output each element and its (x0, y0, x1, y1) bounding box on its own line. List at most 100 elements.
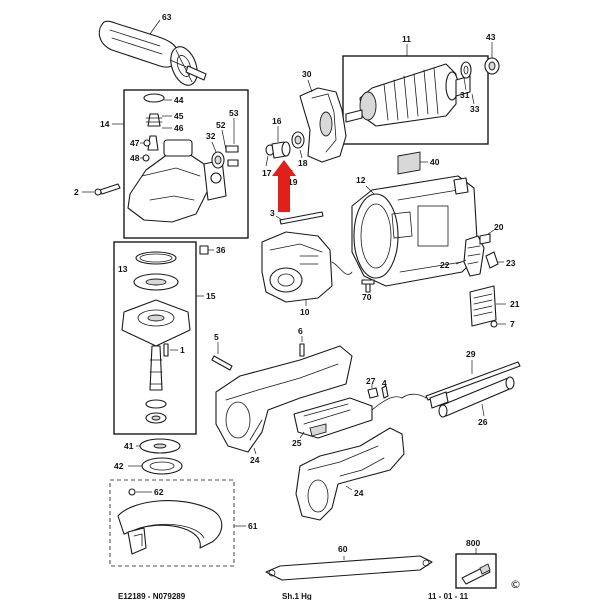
leader-24-lower (345, 485, 353, 491)
part-label-800: 800 (466, 538, 480, 548)
screw-part-6 (299, 343, 305, 357)
housing-half-part-lower (295, 427, 405, 521)
part-label-26: 26 (478, 417, 488, 427)
leader-24-upper (253, 447, 257, 455)
part-label-11: 11 (402, 34, 411, 44)
part-label-1: 1 (180, 345, 185, 355)
motor-housing-part (351, 175, 479, 287)
part-label-40: 40 (430, 157, 440, 167)
side-handle-part (98, 20, 207, 86)
part-label-29: 29 (466, 349, 476, 359)
part-label-24-upper: 24 (250, 455, 260, 465)
bearing-part (484, 57, 500, 75)
part-label-32: 32 (206, 131, 216, 141)
part-label-44: 44 (174, 95, 184, 105)
part-label-53: 53 (229, 108, 239, 118)
part-label-63: 63 (162, 12, 172, 22)
part-label-41: 41 (124, 441, 134, 451)
part-label-3: 3 (270, 208, 275, 218)
part-label-10: 10 (300, 307, 310, 317)
field-coil-part (261, 231, 353, 303)
leader-22 (455, 259, 467, 265)
switch-block-part (463, 233, 499, 277)
cable-part (401, 361, 521, 418)
leader-20 (487, 229, 495, 235)
leader-31 (463, 77, 467, 91)
vent-plate-part (469, 285, 498, 328)
footer-left: E12189 - N079289 (118, 592, 186, 600)
part-label-30: 30 (302, 69, 312, 79)
leader-63 (149, 19, 161, 35)
part-label-48: 48 (130, 153, 140, 163)
part-label-60: 60 (338, 544, 348, 554)
screw-part-3 (279, 211, 324, 225)
leader-30 (307, 79, 313, 93)
gear-case-part (127, 93, 239, 223)
part-label-24-lower: 24 (354, 488, 364, 498)
leader-3 (275, 215, 283, 221)
part-label-70: 70 (362, 292, 372, 302)
flange-part (139, 438, 183, 475)
screw-part-70 (361, 279, 375, 293)
kit-part (461, 563, 491, 585)
part-label-13: 13 (118, 264, 128, 274)
part-label-52: 52 (216, 120, 226, 130)
highlight-arrow (272, 160, 296, 212)
footer-right: 11 - 01 - 11 (428, 592, 469, 600)
part-label-27: 27 (366, 376, 376, 386)
armature-frame (342, 55, 489, 145)
part-label-20: 20 (494, 222, 504, 232)
part-label-17: 17 (262, 168, 272, 178)
leader-26 (481, 403, 485, 417)
switch-lever-part (367, 385, 389, 399)
part-label-14: 14 (100, 119, 110, 129)
part-label-43: 43 (486, 32, 496, 42)
part-label-19: 19 (288, 177, 298, 187)
part-label-31: 31 (460, 90, 470, 100)
part-label-36: 36 (216, 245, 226, 255)
spindle-assembly-part (121, 251, 191, 424)
part-label-33: 33 (470, 104, 480, 114)
leader-33 (471, 93, 475, 105)
spanner-part (265, 555, 433, 581)
part-label-45: 45 (174, 111, 184, 121)
part-label-42: 42 (114, 461, 124, 471)
part-label-22: 22 (440, 260, 450, 270)
screw-part-36 (199, 245, 209, 255)
leader-18 (299, 149, 303, 159)
baffle-part (299, 87, 347, 163)
label-plate-part (397, 151, 421, 175)
part-label-23: 23 (506, 258, 516, 268)
footer-center: Sh.1 Hg (282, 592, 312, 600)
part-label-47: 47 (130, 138, 140, 148)
part-label-4: 4 (382, 378, 387, 388)
leader-52 (221, 129, 227, 151)
armature-part (345, 61, 472, 127)
leader-25 (299, 431, 305, 439)
part-label-16: 16 (272, 116, 282, 126)
part-label-62: 62 (154, 487, 164, 497)
screw-part-5 (211, 355, 233, 371)
screw-part-2 (94, 183, 121, 196)
housing-half-part-upper (215, 345, 353, 453)
part-label-18: 18 (298, 158, 308, 168)
copyright-symbol: © (510, 578, 521, 591)
bearing-stack-part (265, 131, 305, 159)
part-label-12: 12 (356, 175, 366, 185)
wheel-guard-part (117, 488, 223, 555)
part-label-2: 2 (74, 187, 79, 197)
part-label-25: 25 (292, 438, 302, 448)
part-label-7: 7 (510, 319, 515, 329)
part-label-21: 21 (510, 299, 520, 309)
gear-case-frame (123, 89, 249, 239)
switch-body-part (293, 396, 403, 439)
part-label-15: 15 (206, 291, 216, 301)
part-label-61: 61 (248, 521, 258, 531)
leader-32 (211, 141, 217, 153)
spindle-frame (113, 241, 197, 435)
part-label-6: 6 (298, 326, 303, 336)
leader-12 (365, 185, 375, 195)
part-label-5: 5 (214, 332, 219, 342)
leader-17 (265, 155, 269, 167)
